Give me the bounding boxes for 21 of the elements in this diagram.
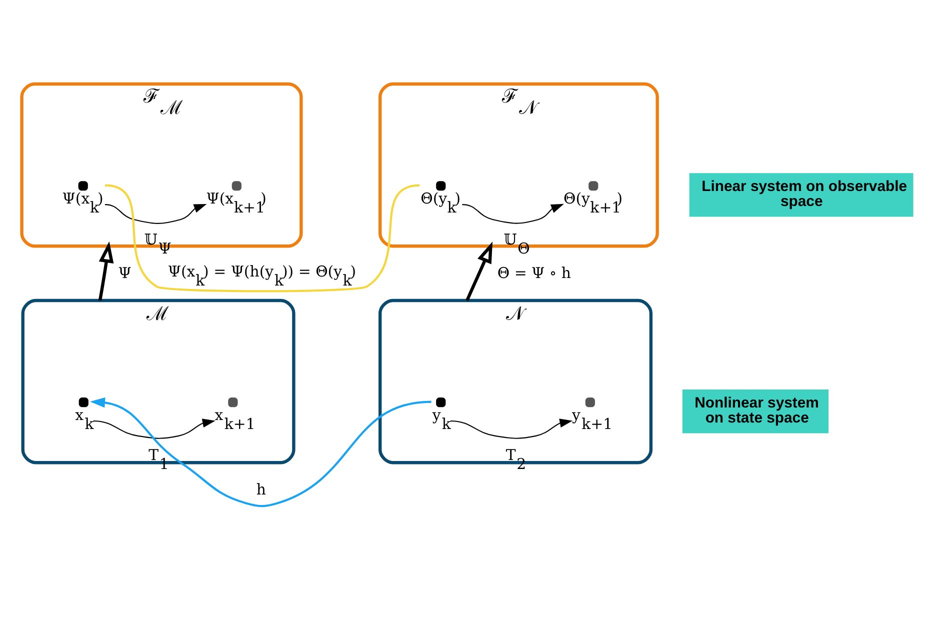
node-circle [228,398,238,408]
connector [104,184,420,292]
arrow [92,418,215,439]
arrow [465,242,492,302]
node-circle [231,181,241,191]
node-box: Nonlinear system on state space [682,390,828,434]
node-circle [436,398,446,408]
node-circle [78,181,88,191]
edge-label: h [256,480,266,498]
arrow [462,204,564,224]
arrow [90,397,431,508]
arrow [104,204,206,224]
arrow [450,418,572,439]
node-circle [436,181,446,191]
node-circle [584,398,594,408]
edge-label: Ψ [118,264,131,282]
node-box: Linear system on observable space [688,173,913,217]
edge-label: Θ = Ψ ∘ h [496,264,571,282]
node-circle [78,398,88,408]
arrow [98,241,114,301]
node-circle [588,181,598,191]
